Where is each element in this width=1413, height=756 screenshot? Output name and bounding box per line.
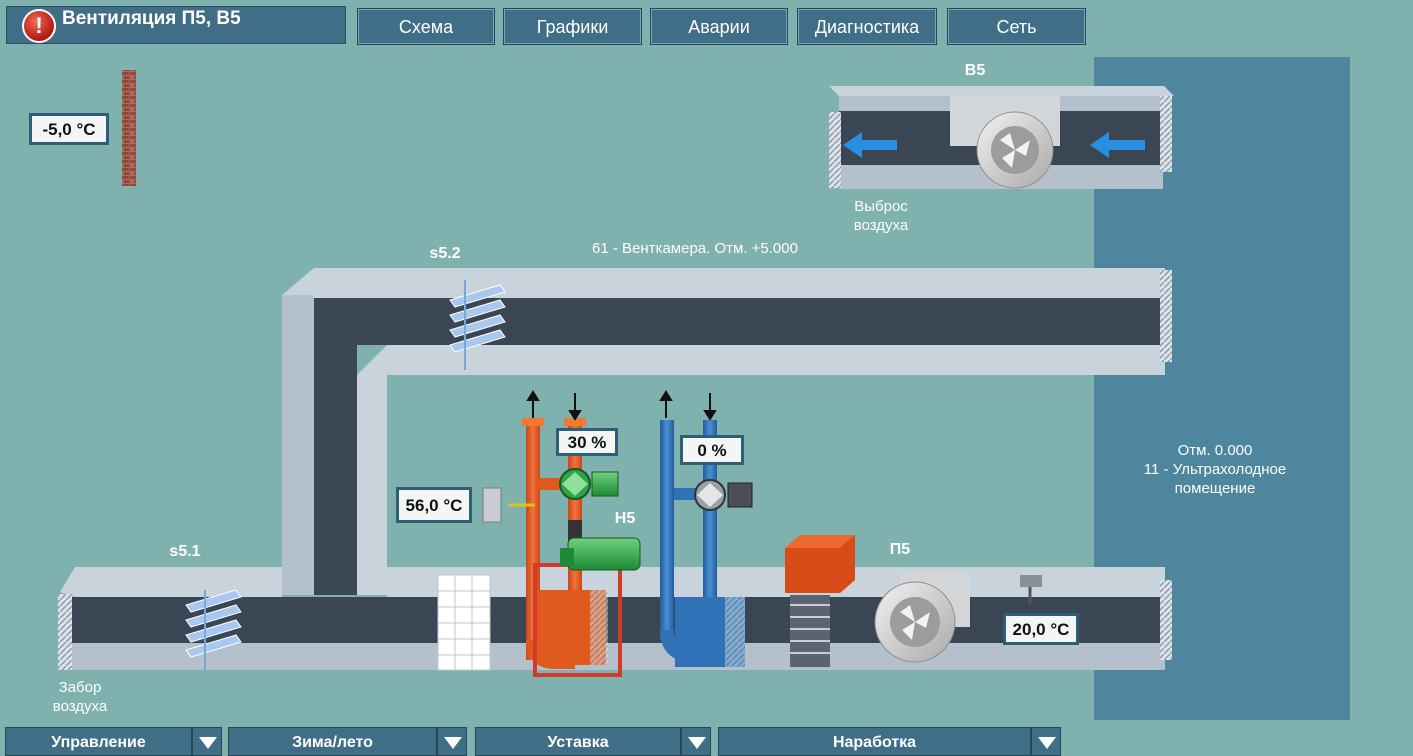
- heater-flow-arrow-icon: [526, 390, 582, 421]
- runtime-button[interactable]: Наработка: [718, 727, 1031, 756]
- setpoint-dropdown-icon[interactable]: [681, 727, 711, 756]
- heater-valve-position[interactable]: 30 %: [556, 428, 618, 456]
- exhaust-unit-label: В5: [964, 62, 986, 79]
- water-temp-display[interactable]: 56,0 °C: [396, 487, 472, 523]
- airflow-arrow-icon: [843, 132, 1145, 158]
- cooler-coil-icon: [675, 597, 745, 667]
- damper-s52-label: s5.2: [429, 245, 461, 262]
- zone-label-line1: Отм. 0.000: [1177, 442, 1253, 459]
- nav-scheme-button[interactable]: Схема: [357, 8, 495, 45]
- supply-temp-display[interactable]: 20,0 °C: [1003, 613, 1079, 645]
- nav-alarms-button[interactable]: Аварии: [650, 8, 788, 45]
- exhaust-label-line2: воздуха: [853, 217, 909, 234]
- control-dropdown-icon[interactable]: [192, 727, 222, 756]
- cooler-flow-arrow-icon: [659, 390, 717, 421]
- intake-label-line1: Забор: [58, 679, 102, 696]
- damper-s52-icon: [449, 280, 506, 370]
- exhaust-fan-icon: [950, 96, 1060, 189]
- room-label: 61 - Венткамера. Отм. +5.000: [592, 240, 798, 257]
- nav-network-button[interactable]: Сеть: [947, 8, 1086, 45]
- title-panel: [6, 6, 346, 44]
- filter-icon: [437, 574, 491, 671]
- season-button[interactable]: Зима/лето: [228, 727, 437, 756]
- exhaust-label-line1: Выброс: [854, 198, 908, 215]
- runtime-dropdown-icon[interactable]: [1031, 727, 1061, 756]
- page-title: Вентиляция П5, В5: [62, 8, 241, 29]
- outdoor-temp-display[interactable]: -5,0 °C: [29, 113, 109, 145]
- supply-duct-upper: [282, 268, 1172, 375]
- heater-coil-icon: [533, 563, 622, 677]
- intake-label-line2: воздуха: [52, 698, 108, 715]
- heater-valve-icon: [482, 468, 619, 523]
- cooler-valve-position[interactable]: 0 %: [680, 435, 744, 465]
- supply-duct-vertical: [282, 295, 387, 595]
- supply-unit-label: П5: [889, 541, 911, 558]
- circulation-pump-icon: [560, 520, 641, 571]
- cooler-valve-icon: [694, 479, 753, 511]
- nav-charts-button[interactable]: Графики: [503, 8, 642, 45]
- alarm-icon[interactable]: !: [22, 9, 56, 43]
- control-button[interactable]: Управление: [5, 727, 192, 756]
- setpoint-button[interactable]: Уставка: [475, 727, 681, 756]
- season-dropdown-icon[interactable]: [437, 727, 467, 756]
- zone-label-line2: 11 - Ультрахолодное: [1143, 461, 1287, 478]
- nav-diagnostics-button[interactable]: Диагностика: [797, 8, 937, 45]
- damper-s51-icon: [185, 589, 242, 670]
- electric-heater-icon: [785, 535, 855, 667]
- supply-fan-icon: [874, 572, 970, 663]
- damper-s51-label: s5.1: [169, 543, 201, 560]
- supply-temp-sensor-icon: [1020, 575, 1042, 605]
- outdoor-wall: [122, 70, 136, 186]
- zone-label-line3: помещение: [1174, 480, 1256, 497]
- pump-label: Н5: [614, 510, 636, 527]
